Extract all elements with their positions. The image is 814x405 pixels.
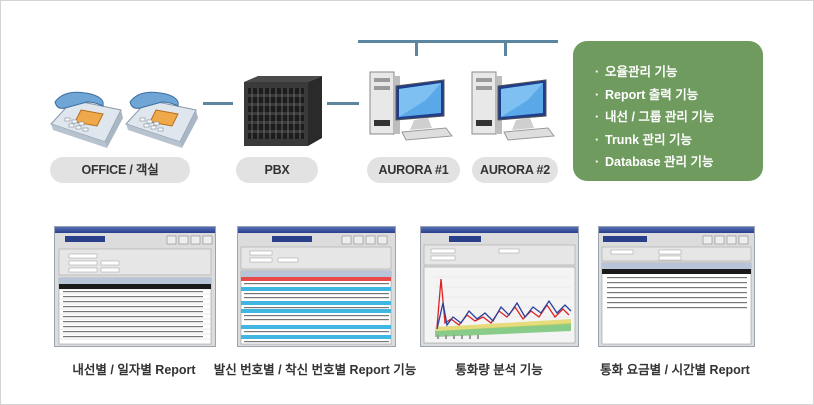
aurora2-label: AURORA #2 [472,157,558,183]
pbx-label: PBX [236,157,318,183]
bullet-icon: · [595,155,600,169]
report-caption: 통화량 분석 기능 [455,363,543,377]
connector-bus-aurora1 [415,40,418,56]
feature-list: ·오율관리 기능 ·Report 출력 기능 ·내선 / 그룹 관리 기능 ·T… [595,61,714,174]
bullet-icon: · [595,65,600,79]
report-screenshot-numbers [237,226,396,347]
connector-top-bus [358,40,558,43]
feature-item: ·Trunk 관리 기능 [595,129,714,152]
bullet-icon: · [595,110,600,124]
telephone-icon [125,91,198,148]
bullet-icon: · [595,87,600,102]
server-computer-icon [471,71,555,141]
office-label: OFFICE / 객실 [50,157,190,183]
feature-list-box: ·오율관리 기능 ·Report 출력 기능 ·내선 / 그룹 관리 기능 ·T… [573,41,763,181]
server-computer-icon [369,71,453,141]
connector-pbx-aurora [327,102,359,105]
connector-bus-aurora2 [504,40,507,56]
report-caption: 내선별 / 일자별 Report [72,363,196,377]
feature-item: ·오율관리 기능 [595,61,714,84]
pbx-cabinet-icon [244,76,322,146]
report-caption: 통화 요금별 / 시간별 Report [600,363,750,377]
aurora1-label: AURORA #1 [367,157,460,183]
bullet-icon: · [595,132,600,147]
report-caption: 발신 번호별 / 착신 번호별 Report 기능 [213,363,417,377]
telephone-icon [50,91,123,148]
feature-item: ·내선 / 그룹 관리 기능 [595,106,714,129]
connector-phone-pbx [203,102,233,105]
report-screenshot-extension [54,226,216,347]
feature-item: ·Report 출력 기능 [595,84,714,107]
report-screenshot-traffic-chart [420,226,579,347]
feature-item: ·Database 관리 기능 [595,151,714,174]
report-screenshot-charges [598,226,755,347]
